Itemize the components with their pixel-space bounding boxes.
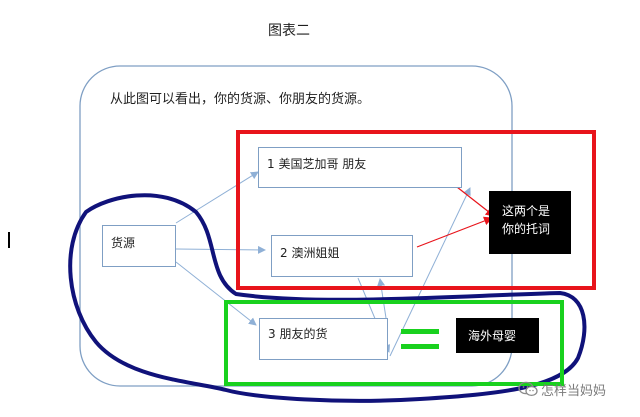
red-highlight-box — [236, 130, 596, 290]
connector-friend-to-us — [389, 187, 471, 357]
node-aus-sister-label: 2 澳洲姐姐 — [280, 246, 340, 260]
maternity-note-label: 海外母婴 — [468, 329, 517, 343]
wechat-icon — [518, 381, 538, 397]
text-cursor — [8, 232, 10, 248]
equals-sign-bottom-bar — [401, 344, 439, 349]
diagram-title: 图表二 — [268, 23, 310, 39]
node-friend-goods: 3 朋友的货 — [259, 318, 388, 360]
node-us-friend-label: 1 美国芝加哥 朋友 — [267, 157, 367, 171]
watermark: 怎样当妈妈 — [518, 380, 607, 399]
connector-source-to-friend — [175, 261, 257, 326]
maternity-note: 海外母婴 — [456, 318, 539, 353]
red-arrow-from-aus — [416, 216, 493, 248]
diagram-subtitle: 从此图可以看出，你的货源、你朋友的货源。 — [110, 92, 371, 107]
node-us-friend: 1 美国芝加哥 朋友 — [258, 147, 462, 188]
excuse-note-line1: 这两个是 — [502, 204, 551, 218]
node-aus-sister: 2 澳洲姐姐 — [271, 235, 413, 277]
excuse-note: 这两个是 你的托词 — [489, 191, 571, 254]
connector-source-to-aus — [175, 245, 266, 254]
excuse-note-line2: 你的托词 — [502, 222, 551, 236]
node-source: 货源 — [102, 225, 176, 267]
navy-scribble-outline — [68, 193, 587, 403]
watermark-text: 怎样当妈妈 — [541, 383, 607, 399]
node-friend-goods-label: 3 朋友的货 — [268, 327, 328, 341]
green-highlight-box — [224, 300, 564, 386]
connector-source-to-us — [175, 171, 259, 224]
node-source-label: 货源 — [111, 236, 136, 250]
equals-sign-top-bar — [401, 329, 439, 334]
